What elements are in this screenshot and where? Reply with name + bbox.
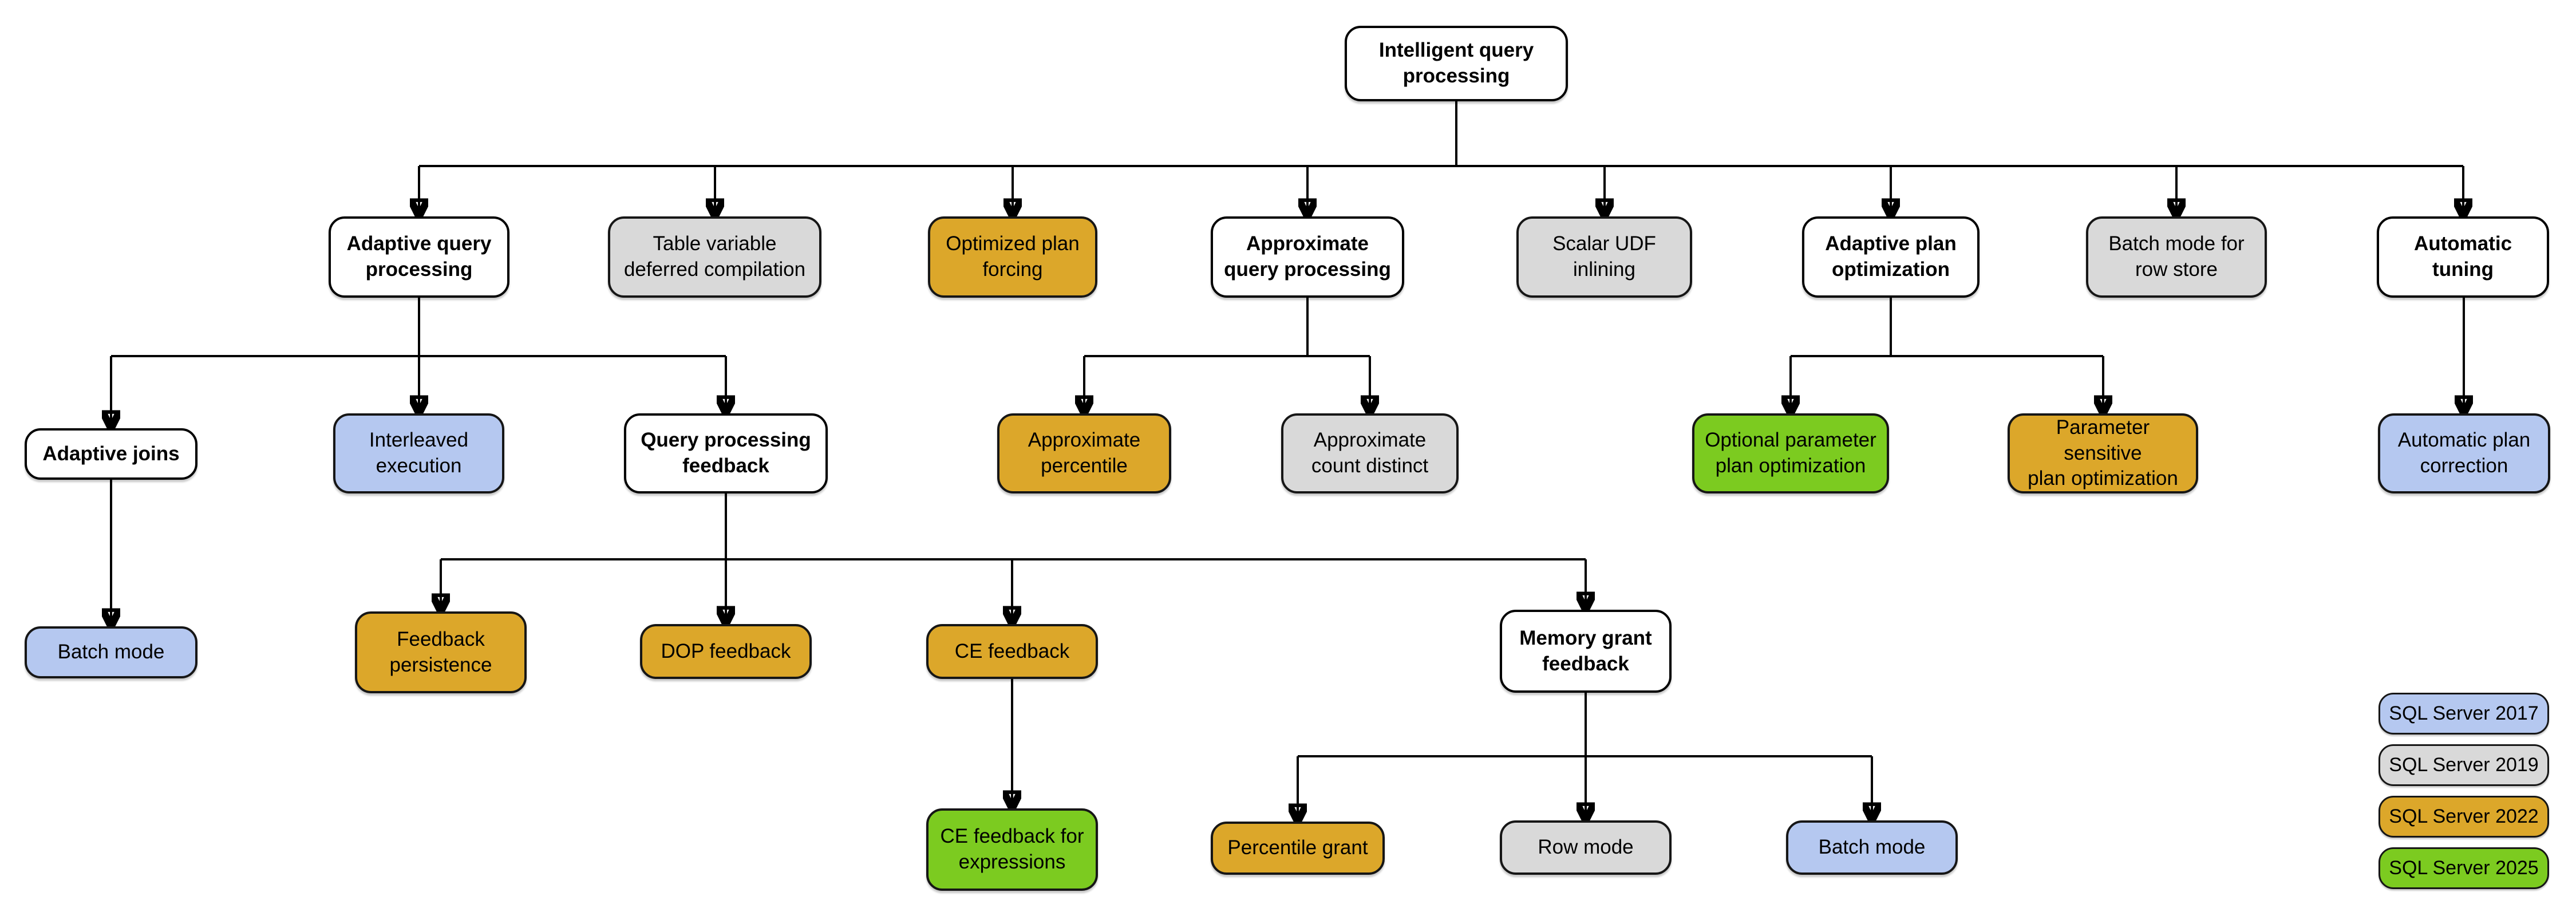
node-adaptive-joins: Adaptive joins [25, 428, 197, 480]
node-scalar-udf-inlining: Scalar UDF inlining [1516, 216, 1692, 298]
node-automatic-plan-correction: Automatic plan correction [2378, 413, 2550, 493]
legend-sql-server-2022: SQL Server 2022 [2379, 796, 2549, 838]
node-adaptive-plan-optimization: Adaptive plan optimization [1802, 216, 1980, 298]
node-query-processing-feedback: Query processing feedback [624, 413, 828, 493]
node-parameter-sensitive-plan-optimization: Parameter sensitive plan optimization [2008, 413, 2198, 493]
node-adaptive-query-processing: Adaptive query processing [329, 216, 509, 298]
node-approximate-count-distinct: Approximate count distinct [1281, 413, 1459, 493]
node-memory-grant-feedback: Memory grant feedback [1500, 610, 1672, 693]
node-feedback-persistence: Feedback persistence [355, 611, 527, 693]
node-batch-mode-memory-grant: Batch mode [1786, 820, 1958, 875]
node-optimized-plan-forcing: Optimized plan forcing [928, 216, 1097, 298]
node-ce-feedback-for-expressions: CE feedback for expressions [926, 808, 1098, 891]
node-interleaved-execution: Interleaved execution [333, 413, 504, 493]
node-approximate-query-processing: Approximate query processing [1211, 216, 1404, 298]
node-row-mode: Row mode [1500, 820, 1672, 875]
node-approximate-percentile: Approximate percentile [997, 413, 1171, 493]
node-automatic-tuning: Automatic tuning [2377, 216, 2549, 298]
node-ce-feedback: CE feedback [926, 624, 1098, 679]
node-table-variable-deferred-compilation: Table variable deferred compilation [608, 216, 821, 298]
node-batch-mode-for-row-store: Batch mode for row store [2086, 216, 2267, 298]
node-optional-parameter-plan-optimization: Optional parameter plan optimization [1692, 413, 1889, 493]
legend-sql-server-2017: SQL Server 2017 [2379, 693, 2549, 735]
node-intelligent-query-processing: Intelligent query processing [1345, 26, 1568, 101]
legend-sql-server-2025: SQL Server 2025 [2379, 847, 2549, 889]
node-percentile-grant: Percentile grant [1211, 822, 1385, 875]
node-dop-feedback: DOP feedback [640, 624, 812, 679]
legend-sql-server-2019: SQL Server 2019 [2379, 744, 2549, 786]
node-batch-mode-adaptive-joins: Batch mode [25, 626, 197, 678]
